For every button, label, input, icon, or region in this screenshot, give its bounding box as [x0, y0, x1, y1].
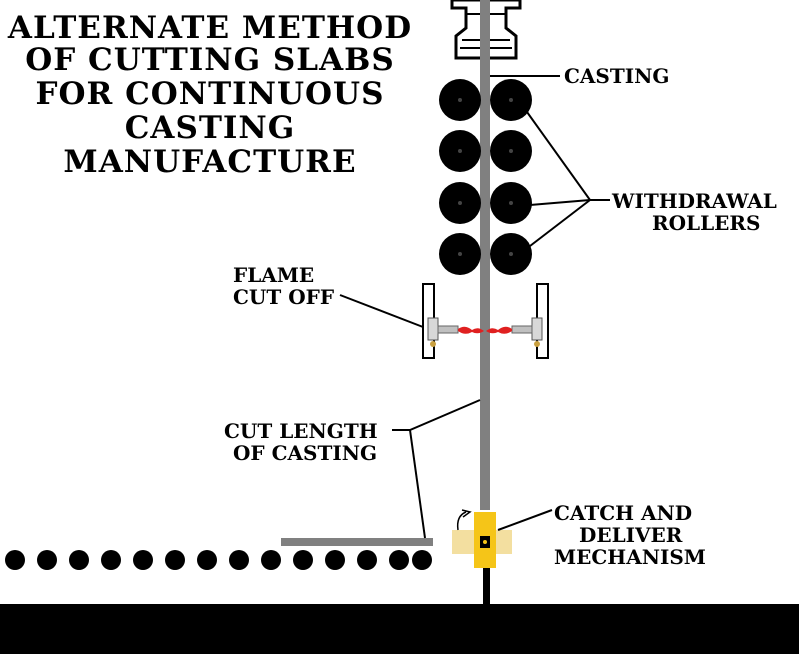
- label-flame-2: CUT OFF: [233, 285, 334, 309]
- title-line-1: ALTERNATE METHOD: [7, 10, 412, 46]
- title-line-2: OF CUTTING SLABS: [25, 42, 394, 78]
- roller: [412, 550, 432, 570]
- label-withdrawal-2: ROLLERS: [652, 211, 760, 235]
- flame-cutoff-torches: [422, 283, 549, 359]
- label-cutlength-1: CUT LENGTH: [224, 419, 378, 443]
- title-line-4: CASTING: [125, 110, 296, 146]
- casting-strand: [480, 0, 490, 510]
- runout-rollers: [5, 550, 432, 570]
- flame: [458, 326, 484, 334]
- label-cutlength-2: OF CASTING: [233, 441, 377, 465]
- roller: [101, 550, 121, 570]
- label-catch-1: CATCH AND: [554, 501, 692, 525]
- roller: [293, 550, 313, 570]
- label-casting: CASTING: [564, 64, 669, 88]
- cut-slab: [281, 538, 433, 546]
- roller: [325, 550, 345, 570]
- title-line-3: FOR CONTINUOUS: [36, 76, 385, 112]
- label-catch-2: DELIVER: [579, 523, 683, 547]
- label-catch-3: MECHANISM: [554, 545, 706, 569]
- label-withdrawal-1: WITHDRAWAL: [611, 189, 777, 213]
- roller: [69, 550, 89, 570]
- diagram-title: ALTERNATE METHOD OF CUTTING SLABS FOR CO…: [7, 10, 412, 180]
- strand-lower-stub: [483, 560, 490, 605]
- roller: [389, 550, 409, 570]
- roller: [229, 550, 249, 570]
- leader-lines: [339, 75, 610, 539]
- catch-deliver-mechanism: [452, 509, 512, 568]
- label-flame-1: FLAME: [233, 263, 314, 287]
- floor: [0, 604, 799, 654]
- roller: [133, 550, 153, 570]
- flame: [486, 326, 512, 334]
- roller: [261, 550, 281, 570]
- roller: [197, 550, 217, 570]
- roller: [357, 550, 377, 570]
- roller: [5, 550, 25, 570]
- roller: [165, 550, 185, 570]
- labels: CASTING WITHDRAWAL ROLLERS FLAME CUT OFF…: [224, 64, 777, 569]
- roller: [37, 550, 57, 570]
- title-line-5: MANUFACTURE: [63, 144, 356, 180]
